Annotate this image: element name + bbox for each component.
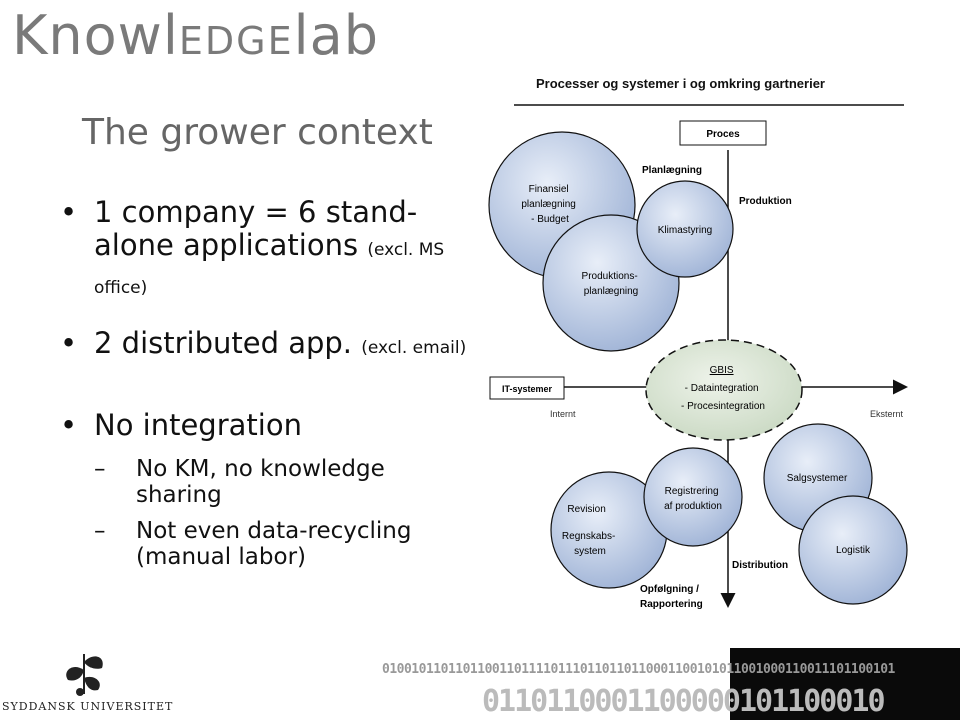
bullet-item: 1 company = 6 stand-alone applications (… [56,196,476,305]
leaf-icon [66,654,103,696]
binary-line-2: 0110110001100000101100010 [482,684,886,719]
binary-dark-block [730,648,960,720]
university-name: SYDDANSK UNIVERSITET [2,700,174,713]
opfoelgning-label: Opfølgning / Rapportering [640,584,703,610]
klimastyring-text: Klimastyring [658,225,712,236]
gbis-text: GBIS - Dataintegration - Procesintegrati… [681,365,765,412]
bullet-item: 2 distributed app. (excl. email) [56,327,476,365]
sub-bullet-item: Not even data-recycling (manual labor) [94,518,476,570]
klimastyring-circle [636,180,734,278]
revision-text: Revision Regnskabs- system [562,504,618,557]
eksternt-label: Eksternt [870,409,904,419]
produktion-label: Produktion [739,196,792,207]
gbis-ellipse [645,339,803,441]
salgsystemer-text: Salgsystemer [787,473,848,484]
bullet-item: No integration No KM, no knowledge shari… [56,409,476,571]
proces-box [679,120,767,146]
it-systemer-label: IT-systemer [502,384,553,394]
university-logo: SYDDANSK UNIVERSITET [0,648,190,720]
binary-banner: 0100101101101100110111101110110110110001… [370,648,960,720]
registrering-circle [643,447,743,547]
planlaegning-label: Planlægning [642,165,702,176]
knowledgelab-logo: KnowlEDGElab [12,4,379,67]
diagram-title: Processer og systemer i og omkring gartn… [536,76,825,91]
finansiel-text: Finansiel planlægning - Budget [521,184,578,225]
distribution-label: Distribution [732,560,788,571]
logistik-text: Logistik [836,545,871,556]
produktionsplanlaegning-text: Produktions- planlægning [582,271,641,297]
internt-label: Internt [550,409,576,419]
process-diagram: Processer og systemer i og omkring gartn… [488,76,908,610]
logistik-circle [798,495,908,605]
binary-line-1: 0100101101101100110111101110110110110001… [382,662,895,677]
proces-label: Proces [706,129,740,140]
slide-title: The grower context [82,112,433,153]
it-systemer-box [489,376,565,400]
registrering-text: Registrering af produktion [664,486,722,512]
sub-bullet-item: No KM, no knowledge sharing [94,456,476,508]
sub-bullet-list: No KM, no knowledge sharing Not even dat… [94,456,476,570]
bullet-list: 1 company = 6 stand-alone applications (… [56,196,476,592]
